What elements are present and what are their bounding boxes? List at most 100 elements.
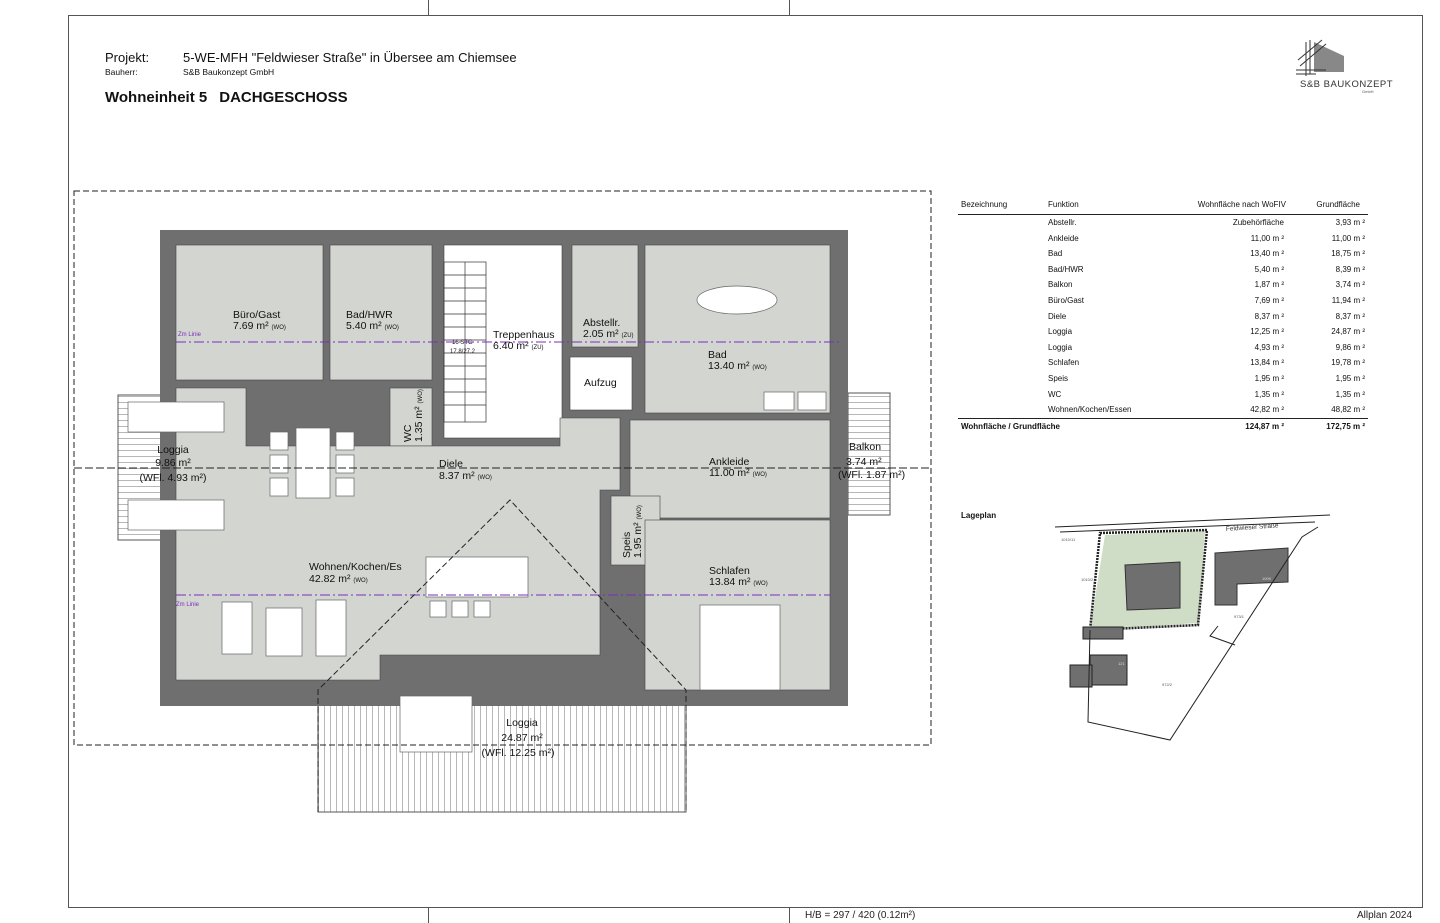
logo-house-icon [1296,39,1344,76]
outdoor-name: Loggia [506,717,538,729]
floor-title: DACHGESCHOSS [219,89,348,106]
table-cell: 1,87 m ² [1254,280,1284,290]
table-cell: 11,94 m ² [1331,295,1365,305]
svg-text:1.95 m² (WO): 1.95 m² (WO) [632,505,644,558]
table-cell: 13,84 m ² [1250,358,1284,368]
table-cell: 12,25 m ² [1250,327,1284,337]
table-cell: Zubehörfläche [1232,218,1284,227]
svg-text:13.40 m² (WO): 13.40 m² (WO) [708,360,767,372]
site-plan-map [1054,514,1331,741]
svg-text:(WFl. 1.87 m²): (WFl. 1.87 m²) [838,469,905,481]
table-cell: 4,93 m ² [1254,342,1284,352]
table-cell: Bad/HWR [1048,264,1084,274]
room-bad-hwr [329,244,433,381]
project-value: 5-WE-MFH "Feldwieser Straße" in Übersee … [183,50,517,65]
room-buero [175,244,324,381]
table-cell: Büro/Gast [1048,295,1085,305]
parcel-label: 1010/11 [1061,537,1076,542]
fold-mark [789,908,790,923]
table-cell: 1,95 m ² [1335,373,1365,383]
zm-line-label: Zm Linie [176,602,200,608]
parcel-label: 1009 [1262,576,1272,581]
table-cell: 13,40 m ² [1250,249,1284,259]
room-name: WC [402,424,414,442]
software-info: Allplan 2024 [1357,910,1413,921]
parcel-label: 121 [1118,661,1125,666]
table-cell: 48,82 m ² [1331,405,1365,415]
table-cell: Bad [1048,249,1063,259]
client-value: S&B Baukonzept GmbH [183,67,275,77]
table-cell: Speis [1048,373,1069,383]
table-row: Wohnen/Kochen/Essen 42,82 m ² 48,82 m ² [958,402,1368,418]
roof-ridge [317,499,687,812]
svg-text:42.82 m² (WO): 42.82 m² (WO) [309,573,368,585]
svg-text:13.84 m² (WO): 13.84 m² (WO) [709,576,768,588]
room-labels: Büro/Gast 7.69 m² (WO) Bad/HWR 5.40 m² (… [139,309,905,759]
room-name: Bad [708,349,727,361]
unit-title: Wohneinheit 5 [105,89,208,106]
room-name: Büro/Gast [233,309,280,321]
table-cell: 11,00 m ² [1331,233,1365,243]
table-cell: Wohnen/Kochen/Essen [1048,405,1132,415]
room-name: Bad/HWR [346,309,393,321]
room-name: Ankleide [709,456,749,468]
room-wc [389,387,433,447]
svg-text:11.00 m² (WO): 11.00 m² (WO) [709,467,767,479]
street-label: Feldwieser Straße [1226,522,1279,533]
svg-text:6.40 m² (ZU): 6.40 m² (ZU) [493,340,544,352]
table-cell: Abstellr. [1048,218,1077,227]
room-name: Wohnen/Kochen/Es [309,561,402,573]
zm-line-label: Zm Linie [178,332,202,338]
table-cell: Diele [1048,311,1067,321]
outdoor-name: Balkon [849,441,881,453]
room-name: Aufzug [584,377,617,389]
table-row: Speis 1,95 m ² 1,95 m ² [958,371,1368,387]
svg-text:(WFl. 4.93 m²): (WFl. 4.93 m²) [139,472,206,484]
table-cell: 1,95 m ² [1254,373,1284,383]
client-label: Bauherr: [105,67,138,77]
table-cell: 5,40 m ² [1254,264,1284,274]
table-cell: 42,82 m ² [1250,405,1284,415]
room-name: Treppenhaus [493,329,555,341]
table-cell: 24,87 m ² [1331,327,1365,337]
svg-text:2.05 m² (ZU): 2.05 m² (ZU) [583,328,634,340]
table-row: Ankleide 11,00 m ² 11,00 m ² [958,231,1368,247]
logo-sub: GmbH [1362,89,1374,94]
table-cell: WC [1048,389,1062,399]
svg-text:(WFl. 12.25 m²): (WFl. 12.25 m²) [482,747,555,759]
table-header: Bezeichnung Funktion Wohnfläche nach WoF… [958,197,1368,215]
room-name: Diele [439,458,463,470]
room-abstellr [571,244,639,348]
roof-outline [73,190,932,746]
svg-text:9.86 m²: 9.86 m² [155,457,191,469]
table-cell: 1,35 m ² [1254,389,1284,399]
area-table: Bezeichnung Funktion Wohnfläche nach WoF… [958,197,1368,434]
room-name: Abstellr. [583,317,620,329]
parcel-label: 973/1 [1234,614,1245,619]
logo-name: S&B BAUKONZEPT [1300,79,1394,90]
room-name: Speis [621,532,633,558]
room-ankleide [629,419,831,519]
table-cell: 1,35 m ² [1335,389,1365,399]
table-cell: 11,00 m ² [1250,233,1284,243]
parcel-label: 1010/2 [1081,577,1094,582]
stair-label: 16 STG [452,340,473,346]
table-row: WC 1,35 m ² 1,35 m ² [958,387,1368,403]
table-cell: 8,37 m ² [1335,311,1365,321]
svg-text:7.69 m² (WO): 7.69 m² (WO) [233,320,286,332]
table-cell: Balkon [1048,280,1073,290]
room-bad [644,244,831,414]
parcel-label: 972/2 [1162,682,1173,687]
svg-text:3.74 m²: 3.74 m² [846,456,882,468]
table-cell: 19,78 m ² [1331,358,1365,368]
table-total-row: Wohnfläche / Grundfläche 124,87 m ² 172,… [958,417,1368,435]
balkon-deck [847,392,891,516]
table-cell: Ankleide [1048,233,1079,243]
